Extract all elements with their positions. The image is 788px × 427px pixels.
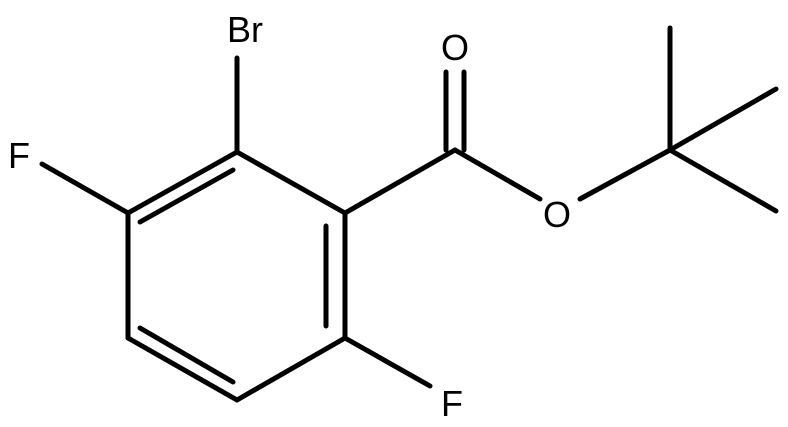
atom-label-oxygen-ester: O [543,194,571,235]
ring-bond-c1-c2 [234,149,348,216]
ring-bond-c3-c4 [234,335,348,403]
bond-tbutyl-methyl-right-top [667,86,779,153]
atom-label-fluorine-top: F [8,135,30,176]
bond-c2-carbonyl [342,147,458,216]
bond-c6-f [39,161,131,216]
atom-label-bromine: Br [227,9,263,50]
ring-bond-c6-c1 [125,149,240,216]
bond-c3-f [342,335,433,389]
ring-bond-c4-c5 [125,335,240,403]
ring-inner-bond-c6-c1 [137,167,236,225]
ring-inner-bond-c4-c5 [137,325,236,385]
atom-label-oxygen-carbonyl: O [441,27,469,68]
bond-o-tbutyl [577,147,673,202]
bond-tbutyl-methyl-right-bottom [667,147,779,214]
atom-label-fluorine-bottom: F [441,383,463,424]
bond-carbonyl-o [452,147,543,202]
